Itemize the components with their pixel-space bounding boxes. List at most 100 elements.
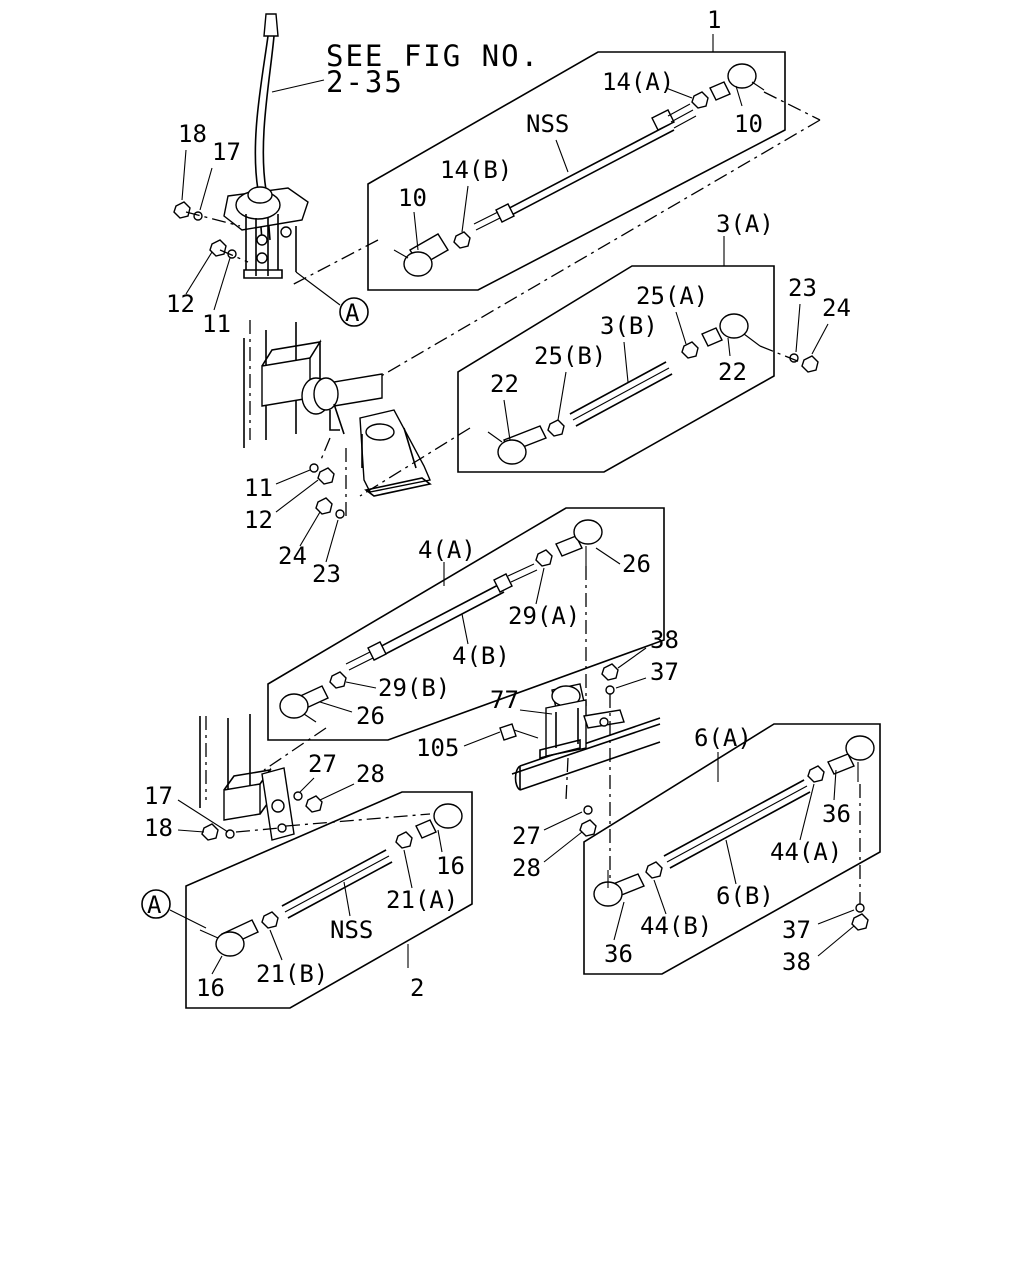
label-37-upper: 37: [650, 658, 679, 686]
washer-17: [193, 211, 203, 221]
shift-lever-assembly: [223, 13, 309, 279]
group-box-2: [185, 791, 473, 1009]
nut-12-lower: [317, 467, 335, 485]
label-26-lower: 26: [356, 702, 385, 730]
callout-a-lower: [141, 889, 171, 919]
bolt-105: [499, 723, 517, 741]
washer-27-middle: [583, 805, 593, 815]
label-105: 105: [416, 734, 459, 762]
washer-37-lower: [855, 903, 865, 913]
ball-joint-22-left: [497, 439, 527, 465]
nut-24-right: [801, 355, 819, 373]
ball-joint-10-right: [727, 63, 757, 89]
ball-joint-10-left: [403, 251, 433, 277]
label-10-right: 10: [734, 110, 763, 138]
label-27-middle: 27: [512, 822, 541, 850]
label-77: 77: [490, 686, 519, 714]
reference-line-1: SEE FIG NO.: [326, 39, 540, 73]
label-36-left: 36: [604, 940, 633, 968]
label-nss-1: NSS: [526, 110, 569, 138]
label-11-upper: 11: [202, 310, 231, 338]
label-22-right: 22: [718, 358, 747, 386]
label-44b: 44(B): [640, 912, 712, 940]
label-6b: 6(B): [716, 882, 774, 910]
label-1: 1: [707, 6, 721, 34]
nut-12: [209, 239, 227, 257]
nut-14a: [691, 91, 709, 109]
label-18-lower: 18: [144, 814, 173, 842]
label-nss-2: NSS: [330, 916, 373, 944]
label-10-left: 10: [398, 184, 427, 212]
label-16-right: 16: [436, 852, 465, 880]
lever-fasteners: [173, 201, 249, 263]
ball-joint-26-upper: [573, 519, 603, 545]
rod-assembly-6: [593, 735, 875, 907]
label-4b: 4(B): [452, 642, 510, 670]
ball-joint-36-right: [845, 735, 875, 761]
label-38-upper: 38: [650, 626, 679, 654]
rod-assembly-3: [487, 313, 761, 465]
nut-44a: [807, 765, 825, 783]
label-36-right: 36: [822, 800, 851, 828]
cross-shaft-frame: [243, 320, 432, 520]
nut-44b: [645, 861, 663, 879]
bracket-and-rail: [511, 683, 661, 801]
label-16-left: 16: [196, 974, 225, 1002]
label-26-upper: 26: [622, 550, 651, 578]
callout-a-lower-text: A: [147, 891, 162, 919]
label-22-left: 22: [490, 370, 519, 398]
label-27-left: 27: [308, 750, 337, 778]
label-28-left: 28: [356, 760, 385, 788]
label-21b: 21(B): [256, 960, 328, 988]
label-38-lower: 38: [782, 948, 811, 976]
nut-28-left: [305, 795, 323, 813]
nut-24-lower: [315, 497, 333, 515]
nut-25b: [547, 419, 565, 437]
label-24-right: 24: [822, 294, 851, 322]
rod-assembly-1: [393, 63, 765, 277]
callout-a-upper-text: A: [345, 299, 360, 327]
label-23-right: 23: [788, 274, 817, 302]
washer-37-upper: [605, 685, 615, 695]
reference-leader: [271, 79, 325, 93]
label-6a: 6(A): [694, 724, 752, 752]
group-box-4: [267, 507, 665, 741]
label-28-middle: 28: [512, 854, 541, 882]
nut-38-upper: [601, 663, 619, 681]
label-25b: 25(B): [534, 342, 606, 370]
label-25a: 25(A): [636, 282, 708, 310]
nut-38-lower: [851, 913, 869, 931]
group-box-3: [457, 265, 775, 473]
label-4a: 4(A): [418, 536, 476, 564]
nut-25a: [681, 341, 699, 359]
label-21a: 21(A): [386, 886, 458, 914]
label-23-lower: 23: [312, 560, 341, 588]
label-14a: 14(A): [602, 68, 674, 96]
nut-18-lower: [201, 823, 219, 841]
group-box-6: [583, 723, 881, 975]
nut-28-middle: [579, 819, 597, 837]
label-17-upper: 17: [212, 138, 241, 166]
washer-11-lower: [309, 463, 319, 473]
label-3a: 3(A): [716, 210, 774, 238]
ball-joint-16-left: [215, 931, 245, 957]
ball-joint-22-right: [719, 313, 749, 339]
label-17-lower: 17: [144, 782, 173, 810]
label-11-lower: 11: [244, 474, 273, 502]
ball-joint-26-lower: [279, 693, 309, 719]
rod-assembly-4: [279, 519, 603, 723]
ball-joint-16-right: [433, 803, 463, 829]
nut-29a: [535, 549, 553, 567]
group-box-1: [367, 51, 786, 291]
nut-14b: [453, 231, 471, 249]
label-12-lower: 12: [244, 506, 273, 534]
reference-line-2: 2-35: [326, 65, 404, 99]
lower-frame: [199, 714, 295, 841]
label-18-upper: 18: [178, 120, 207, 148]
label-12-upper: 12: [166, 290, 195, 318]
label-24-lower: 24: [278, 542, 307, 570]
nut-21b: [261, 911, 279, 929]
washer-27-left: [293, 791, 303, 801]
